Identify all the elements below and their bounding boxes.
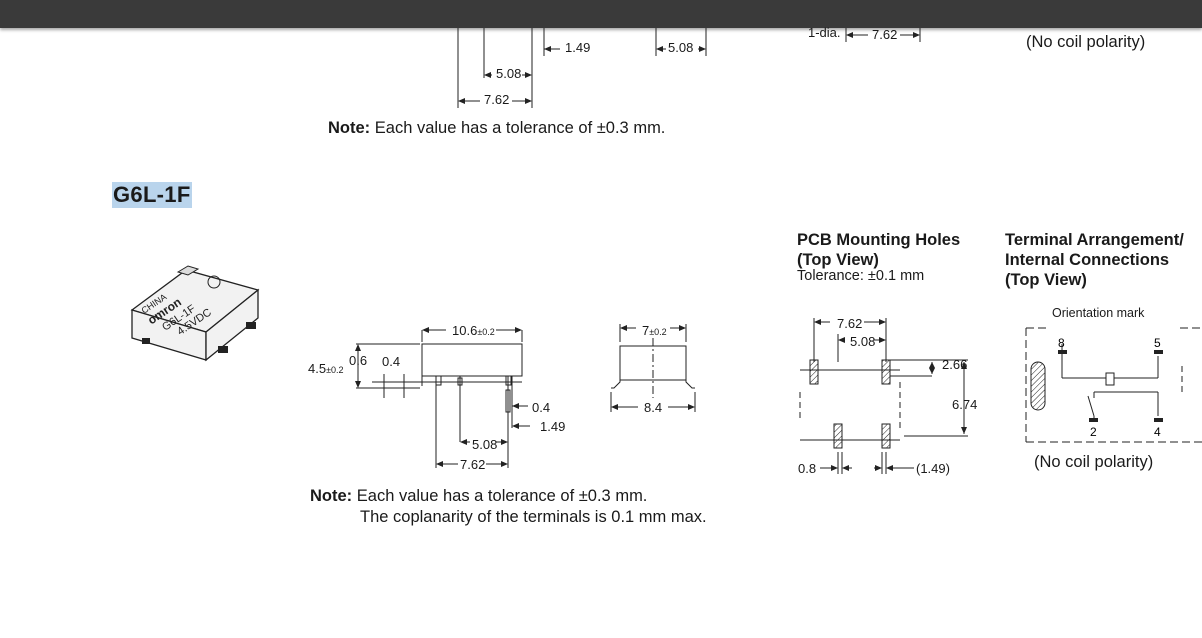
dim-pcb-2-66: 2.66: [942, 357, 968, 372]
dim-end-span: 8.4: [644, 400, 663, 415]
terminal-heading: Terminal Arrangement/ Internal Connectio…: [1005, 230, 1184, 290]
dim-end-width-value: 7: [642, 323, 650, 338]
pcb-hole-2: [881, 359, 891, 385]
dim-side-height: 4.5±0.2: [308, 361, 344, 376]
top-dia-label: 1-dia.: [808, 25, 841, 40]
dim-side-height-value: 4.5: [308, 361, 327, 376]
pin-4-label: 4: [1154, 425, 1161, 439]
ul-logo-icon: [207, 275, 221, 289]
orientation-mark-icon: [1030, 361, 1046, 411]
top-note-text: Each value has a tolerance of ±0.3 mm.: [374, 119, 666, 137]
dim-pcb-1-49: (1.49): [916, 461, 950, 476]
dim-pcb-0-8: 0.8: [798, 461, 817, 476]
side-view-drawing: [355, 327, 530, 468]
pcb-hole-3: [833, 423, 843, 449]
terminal-heading-line2: Internal Connections: [1005, 251, 1170, 269]
dim-side-height-tol: ±0.2: [326, 365, 344, 375]
pin-2-label: 2: [1090, 425, 1097, 439]
section-title: G6L-1F: [112, 182, 192, 208]
orientation-mark-label: Orientation mark: [1052, 306, 1145, 320]
pcb-hole-1: [809, 359, 819, 385]
dim-side-0-4-right: 0.4: [532, 400, 551, 415]
pin-8-label: 8: [1058, 336, 1065, 350]
top-dim-5-08-right: 5.08: [668, 40, 694, 55]
relay-product-image: CHINA omron G6L-1F 4.5VDC: [130, 265, 260, 362]
end-view-drawing: [610, 324, 696, 412]
terminal-no-coil-polarity: (No coil polarity): [1034, 453, 1154, 471]
note-text-1: Each value has a tolerance of ±0.3 mm.: [356, 487, 648, 505]
top-dim-7-62-left: 7.62: [484, 92, 510, 107]
top-note-label: Note:: [328, 119, 371, 137]
dim-side-1-49: 1.49: [540, 419, 566, 434]
dim-side-width: 10.6±0.2: [452, 323, 495, 338]
top-no-coil-polarity: (No coil polarity): [1026, 33, 1146, 51]
dim-pcb-6-74: 6.74: [952, 397, 978, 412]
pcb-tolerance: Tolerance: ±0.1 mm: [797, 268, 925, 284]
dim-side-width-value: 10.6: [452, 323, 478, 338]
viewer-toolbar: [0, 0, 1202, 28]
top-dim-1-49: 1.49: [565, 40, 591, 55]
note-line-1: Note: Each value has a tolerance of ±0.3…: [310, 486, 707, 507]
dim-side-width-tol: ±0.2: [477, 327, 495, 337]
section-notes: Note: Each value has a tolerance of ±0.3…: [310, 486, 707, 528]
top-dimension-drawing: [457, 28, 921, 108]
top-dim-7-62-right: 7.62: [872, 27, 898, 42]
pcb-heading-line1: PCB Mounting Holes: [797, 231, 961, 249]
dim-side-0-6: 0.6: [349, 353, 368, 368]
top-dim-5-08-left: 5.08: [496, 66, 522, 81]
terminal-diagram: 8 5 2 4: [1025, 327, 1202, 443]
dim-side-5-08: 5.08: [472, 437, 498, 452]
dim-pcb-7-62: 7.62: [837, 316, 863, 331]
pin-5-label: 5: [1154, 336, 1161, 350]
dim-end-width-tol: ±0.2: [649, 327, 667, 337]
pcb-hole-4: [881, 423, 891, 449]
note-text-2: The coplanarity of the terminals is 0.1 …: [360, 508, 707, 526]
note-label: Note:: [310, 487, 353, 505]
pcb-holes-drawing: [799, 318, 968, 474]
dim-pcb-5-08: 5.08: [850, 334, 876, 349]
pcb-heading: PCB Mounting Holes (Top View): [797, 230, 960, 270]
top-note: Note: Each value has a tolerance of ±0.3…: [328, 119, 665, 138]
dim-side-7-62: 7.62: [460, 457, 486, 472]
terminal-heading-line1: Terminal Arrangement/: [1005, 231, 1184, 249]
dim-side-0-4-left: 0.4: [382, 354, 401, 369]
pcb-heading-line2: (Top View): [797, 251, 879, 269]
dim-end-width: 7±0.2: [642, 323, 667, 338]
terminal-heading-line3: (Top View): [1005, 271, 1087, 289]
